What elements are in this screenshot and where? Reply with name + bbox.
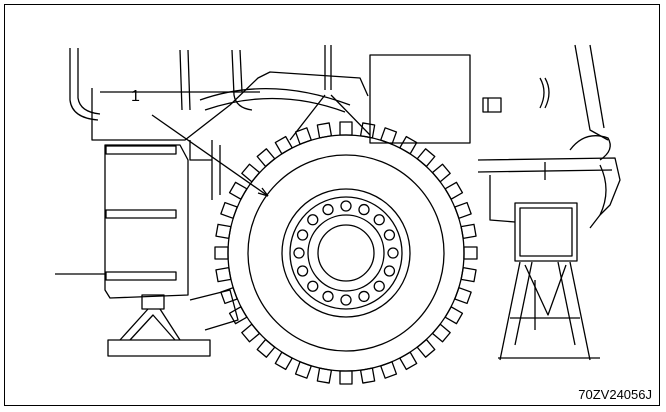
tire-tread-lugs <box>214 121 478 385</box>
wheel-bolt <box>340 200 352 212</box>
tread-lug <box>339 370 353 385</box>
jack-stand-right <box>498 202 600 361</box>
tread-lug <box>416 338 436 358</box>
wheel-bolt <box>307 214 319 226</box>
tread-lug <box>380 361 398 379</box>
tread-lug <box>256 338 276 358</box>
tread-lug <box>416 148 436 168</box>
tread-lug <box>463 246 478 260</box>
wheel-bolt <box>383 265 396 277</box>
wheel-bolt <box>307 280 319 292</box>
callout-number: 1 <box>131 88 140 105</box>
machine-body <box>91 71 369 200</box>
jack-stand-left <box>107 289 239 357</box>
tread-lug <box>316 122 333 139</box>
tread-lug <box>215 266 232 283</box>
tread-lug <box>294 361 312 379</box>
tread-lug <box>454 201 472 219</box>
lift-cable <box>289 94 371 141</box>
boom-arm <box>569 44 611 161</box>
wheel-bolt <box>296 229 309 241</box>
tread-lug <box>399 135 418 155</box>
tread-lug <box>215 223 232 240</box>
wheel-bolt <box>322 290 334 303</box>
wheel-bolt <box>340 294 352 306</box>
wheel-bolt <box>373 280 385 292</box>
tread-lug <box>228 181 248 200</box>
tread-lug <box>454 287 472 305</box>
tread-lug <box>359 122 376 139</box>
hydraulic-hoses <box>69 45 332 121</box>
tread-lug <box>316 367 333 384</box>
tread-lug <box>228 306 248 325</box>
tread-lug <box>460 223 477 240</box>
cab-box <box>369 54 550 144</box>
tread-lug <box>220 287 238 305</box>
tread-lug <box>380 127 398 145</box>
figure-code: 70ZV24056J <box>578 387 652 402</box>
wheel-bolt <box>387 247 399 259</box>
counterweight <box>55 144 189 299</box>
tread-lug <box>274 135 293 155</box>
figure-frame <box>4 4 660 406</box>
tread-lug <box>460 266 477 283</box>
tread-lug <box>294 127 312 145</box>
tread-lug <box>431 163 451 183</box>
tread-lug <box>256 148 276 168</box>
wheel-bolt <box>358 290 370 303</box>
tire <box>227 134 465 372</box>
wheel-bolt <box>322 203 334 216</box>
front-frame <box>477 157 621 229</box>
tread-lug <box>444 306 464 325</box>
wheel-bolt <box>296 265 309 277</box>
wheel-bolt <box>383 229 396 241</box>
wheel-bolts <box>293 200 399 306</box>
wheel-bolt <box>293 247 305 259</box>
tread-lug <box>214 246 229 260</box>
callout-leader <box>151 114 269 197</box>
tread-lug <box>399 351 418 371</box>
tread-lug <box>444 181 464 200</box>
tread-lug <box>274 351 293 371</box>
tread-lug <box>431 323 451 343</box>
wheel-bolt <box>373 214 385 226</box>
wheel-bolt <box>358 203 370 216</box>
tread-lug <box>220 201 238 219</box>
tread-lug <box>339 121 353 136</box>
tread-lug <box>241 163 261 183</box>
tread-lug <box>241 323 261 343</box>
tread-lug <box>359 367 376 384</box>
